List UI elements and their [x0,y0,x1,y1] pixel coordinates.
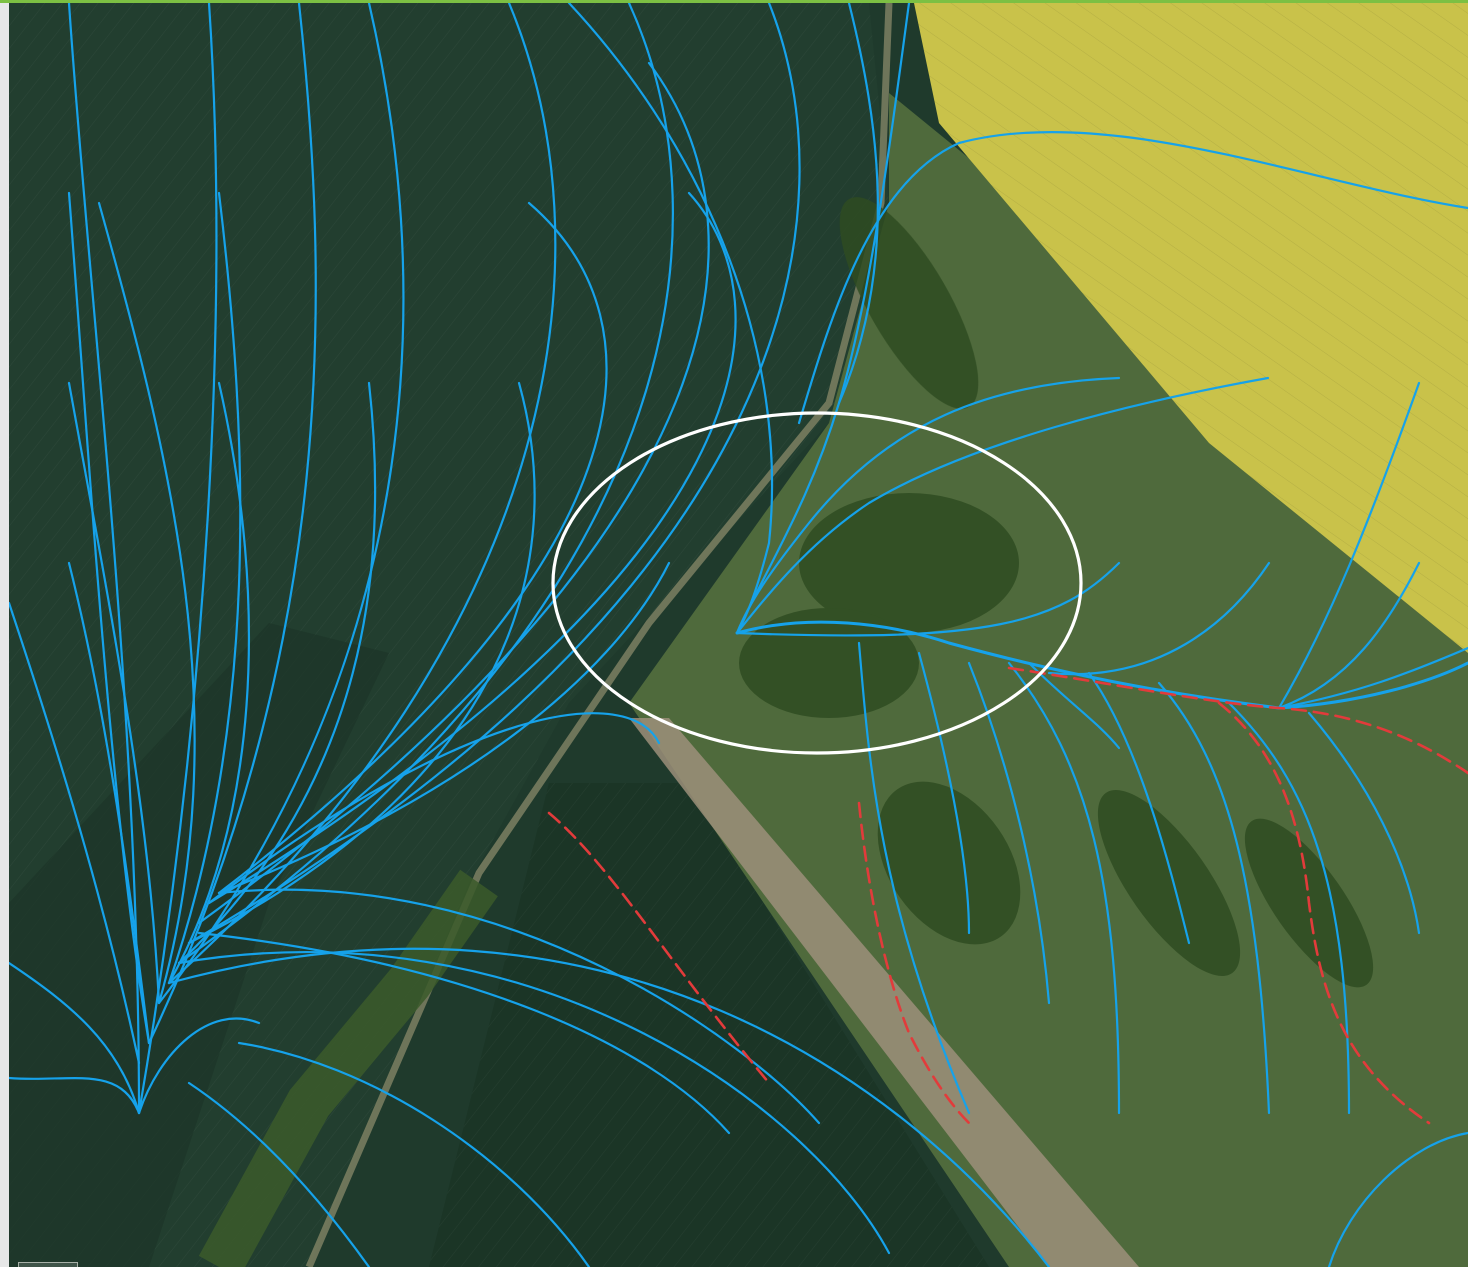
map-canvas[interactable] [9,3,1468,1267]
scale-bar [18,1262,78,1267]
highlight-ellipse [551,411,1083,755]
concentrated-flow-layer [547,666,1468,1125]
top-accent-bar [0,0,1468,3]
flowline-layer [9,3,1468,1267]
aerial-base [9,3,1468,1267]
left-panel-edge [0,3,9,1267]
map-svg[interactable] [9,3,1468,1267]
